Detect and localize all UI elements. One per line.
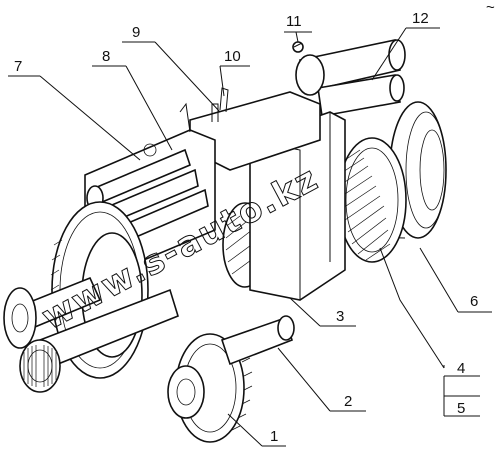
callout-9: 9 <box>132 24 140 41</box>
callout-8: 8 <box>102 48 110 65</box>
input-shaft <box>3 276 179 393</box>
callout-2: 2 <box>344 393 352 410</box>
callout-labels: 1 2 3 4 5 6 7 8 9 10 11 12 <box>14 10 478 445</box>
callout-7: 7 <box>14 58 22 75</box>
gearbox-assembly <box>3 39 447 443</box>
idler-shaft <box>220 315 295 366</box>
reverse-gear <box>167 333 253 443</box>
gear-cluster-right <box>337 137 407 263</box>
callout-3: 3 <box>336 308 344 325</box>
callout-12: 12 <box>412 10 429 27</box>
callout-4: 4 <box>457 360 465 377</box>
callout-6: 6 <box>470 293 478 310</box>
corner-mark: ~ <box>486 0 495 16</box>
callout-11: 11 <box>286 13 302 30</box>
leader-lines <box>8 27 492 447</box>
callout-5: 5 <box>457 400 465 417</box>
callout-1: 1 <box>270 428 278 445</box>
callout-10: 10 <box>224 48 241 65</box>
